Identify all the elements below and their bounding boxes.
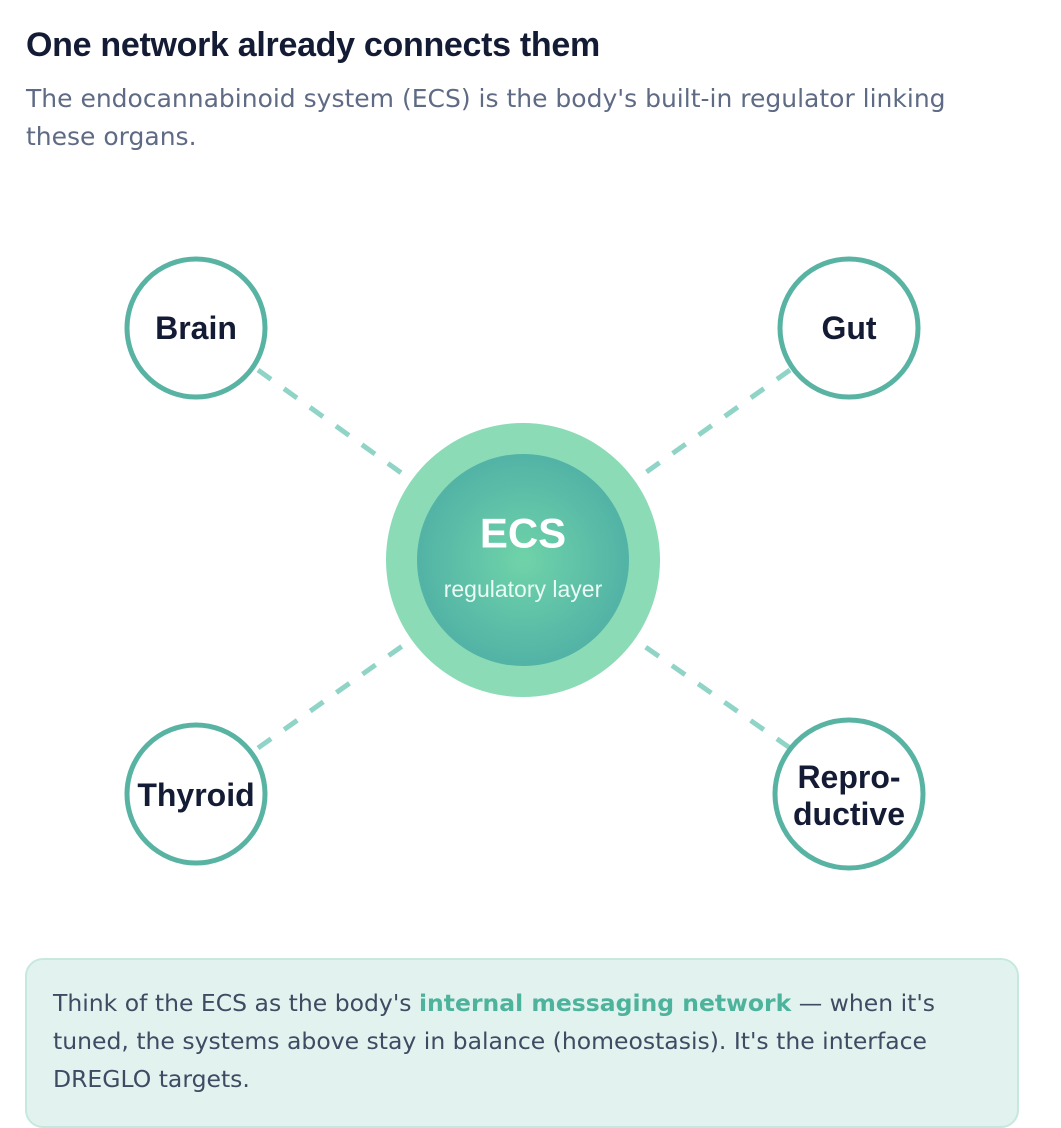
node-brain-label: Brain [155,310,237,346]
connector-reproductive [612,622,792,751]
callout-highlight: internal messaging network [419,989,792,1017]
node-brain-ring [124,256,268,400]
hub-inner-circle [417,454,629,666]
ecs-hub: ECS regulatory layer [386,423,660,697]
page-subtitle: The endocannabinoid system (ECS) is the … [26,84,946,151]
hub-title: ECS [480,510,566,557]
node-thyroid: Thyroid [124,722,268,866]
hub-subtitle: regulatory layer [444,576,603,602]
page-title: One network already connects them [26,26,600,64]
node-reproductive-label-line2: ductive [793,796,905,832]
node-gut-ring [777,256,921,400]
callout-text-start: Think of the ECS as the body's [53,989,419,1017]
node-brain: Brain [124,256,268,400]
node-gut: Gut [777,256,921,400]
connector-brain [256,367,434,498]
ecs-info-callout: Think of the ECS as the body's internal … [25,958,1019,1128]
connector-thyroid [256,622,434,751]
node-reproductive-ring [772,717,926,871]
node-thyroid-ring [124,722,268,866]
node-gut-label: Gut [821,310,876,346]
node-thyroid-label: Thyroid [137,777,254,813]
connector-gut [612,367,792,498]
node-reproductive: Repro- ductive [772,717,926,871]
callout-text-end: — when it's tuned, the systems above sta… [53,989,936,1093]
node-reproductive-label-line1: Repro- [797,759,900,795]
